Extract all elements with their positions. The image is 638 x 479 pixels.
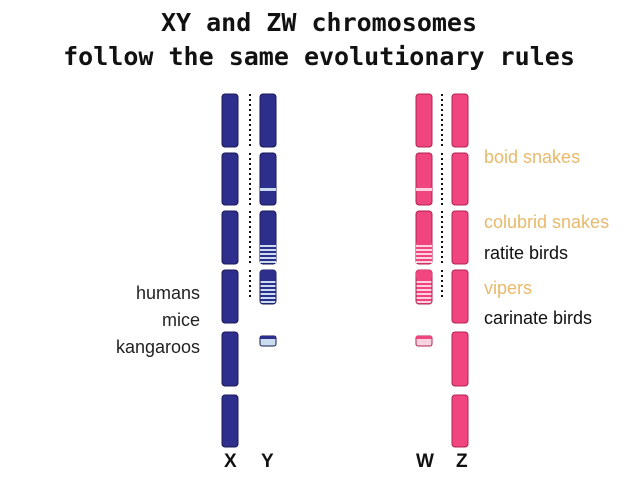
title-line-2: follow the same evolutionary rules (63, 42, 575, 71)
label-ratite-birds: ratite birds (484, 243, 569, 263)
z-chromosome (451, 93, 469, 448)
label-mice: mice (161, 310, 200, 330)
label-z: Z (456, 451, 468, 472)
label-x: X (224, 451, 237, 472)
label-kangaroos: kangaroos (115, 337, 200, 357)
label-colubrid-snakes: colubrid snakes (484, 212, 610, 232)
label-carinate-birds: carinate birds (484, 308, 593, 328)
w-chromosome (415, 93, 433, 347)
label-boid-snakes: boid snakes (484, 147, 581, 167)
label-y: Y (261, 451, 274, 472)
title-line-1: XY and ZW chromosomes (160, 8, 478, 37)
label-vipers: vipers (484, 278, 533, 298)
label-w: W (416, 451, 434, 472)
y-chromosome (259, 93, 277, 347)
label-humans: humans (135, 283, 200, 303)
x-chromosome (221, 93, 239, 448)
